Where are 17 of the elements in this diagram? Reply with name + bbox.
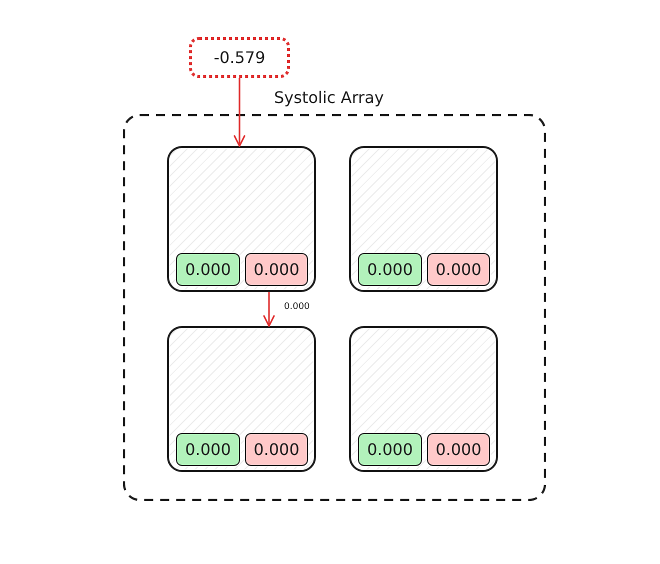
edge-label: 0.000 — [283, 302, 311, 312]
value-tag: 0.000 — [358, 433, 422, 466]
value-tag: 0.000 — [427, 433, 490, 466]
arrow — [234, 78, 246, 147]
container-title: Systolic Array — [274, 88, 384, 107]
value-tag: 0.000 — [245, 433, 308, 466]
arrow — [263, 292, 275, 327]
value-tag: 0.000 — [176, 433, 240, 466]
input-value-box: -0.579 — [189, 37, 290, 78]
processing-element-box — [349, 146, 498, 292]
value-tag: 0.000 — [427, 253, 490, 286]
value-tag: 0.000 — [176, 253, 240, 286]
value-tag: 0.000 — [358, 253, 422, 286]
processing-element-box — [167, 146, 316, 292]
value-tag: 0.000 — [245, 253, 308, 286]
processing-element-box — [167, 326, 316, 472]
processing-element-box — [349, 326, 498, 472]
